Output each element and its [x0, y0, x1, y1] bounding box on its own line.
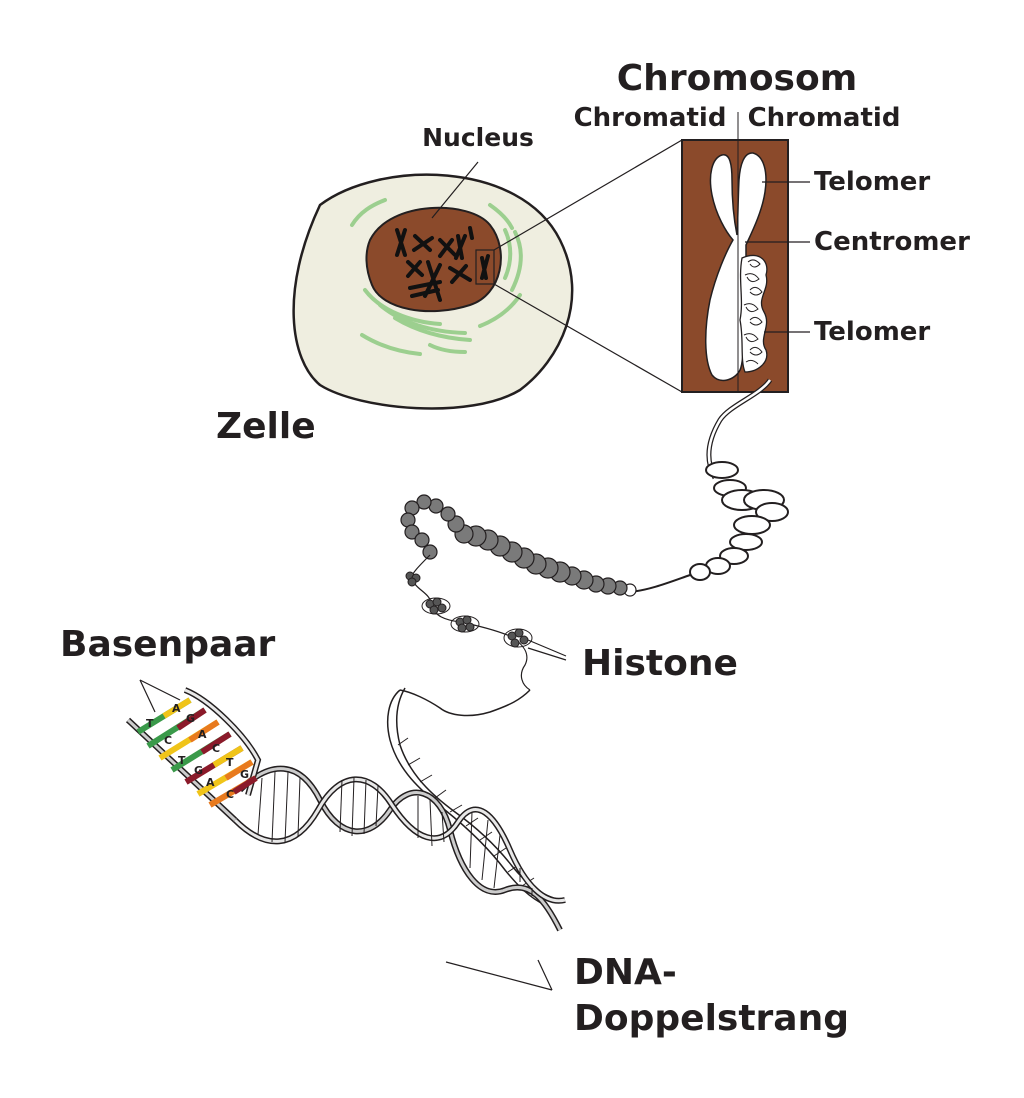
nucleus-chromosomes	[395, 226, 490, 302]
label-chromosome: Chromosom	[617, 58, 857, 99]
base-letter-r7: C	[226, 788, 234, 801]
label-base-pair: Basenpaar	[60, 624, 276, 665]
label-histones: Histone	[582, 643, 738, 684]
label-chromatid-left: Chromatid	[574, 103, 727, 133]
nucleosome-fiber	[400, 494, 637, 597]
organelles	[350, 198, 523, 356]
base-letter-l5: A	[206, 776, 215, 789]
beads-on-string	[405, 554, 567, 691]
base-pair-rungs	[136, 697, 258, 808]
histone-pointers	[527, 639, 567, 661]
base-letter-r3: A	[198, 728, 207, 741]
chromatin-squiggles	[743, 259, 763, 365]
chromosome-panel	[681, 112, 810, 393]
base-letter-l1: T	[146, 717, 154, 730]
dna-pointers	[445, 959, 553, 991]
base-letter-l2: C	[164, 734, 172, 747]
dna-double-helix	[232, 765, 566, 932]
chromatin-fiber	[629, 378, 789, 593]
label-dna-line2: Doppelstrang	[574, 998, 849, 1039]
label-chromatid-right: Chromatid	[748, 103, 901, 133]
base-pair-ladder: T A G C A T C G T A G C	[125, 679, 262, 823]
label-nucleus: Nucleus	[422, 123, 534, 152]
label-dna-line1: DNA-	[574, 952, 677, 993]
chromatin-coil	[739, 254, 768, 373]
base-letter-l3: T	[178, 754, 186, 767]
solenoid-coils	[689, 461, 789, 581]
label-centromere: Centromer	[814, 227, 970, 257]
base-letters: T A G C A T C G T A G C	[146, 702, 249, 801]
linker-dna	[411, 554, 531, 691]
cell	[292, 173, 574, 410]
nucleus-pointer	[431, 161, 479, 219]
base-letter-l4: G	[194, 764, 203, 777]
base-letter-r5: T	[226, 756, 234, 769]
base-pair-pointers	[139, 679, 181, 713]
base-letter-r2: G	[186, 712, 195, 725]
label-cell: Zelle	[216, 406, 316, 447]
zoom-lines	[493, 139, 683, 393]
label-telomere-top: Telomer	[814, 167, 930, 197]
base-letter-r6: G	[240, 768, 249, 781]
base-letter-r1: A	[172, 702, 181, 715]
label-telomere-bottom: Telomer	[814, 317, 930, 347]
zoom-box-small	[475, 249, 495, 285]
base-letter-r4: C	[212, 742, 220, 755]
labels: Chromosom Chromatid Chromatid Nucleus Te…	[60, 58, 970, 1039]
dna-helix-loop	[387, 687, 561, 906]
nucleosome-clusters	[405, 571, 533, 648]
